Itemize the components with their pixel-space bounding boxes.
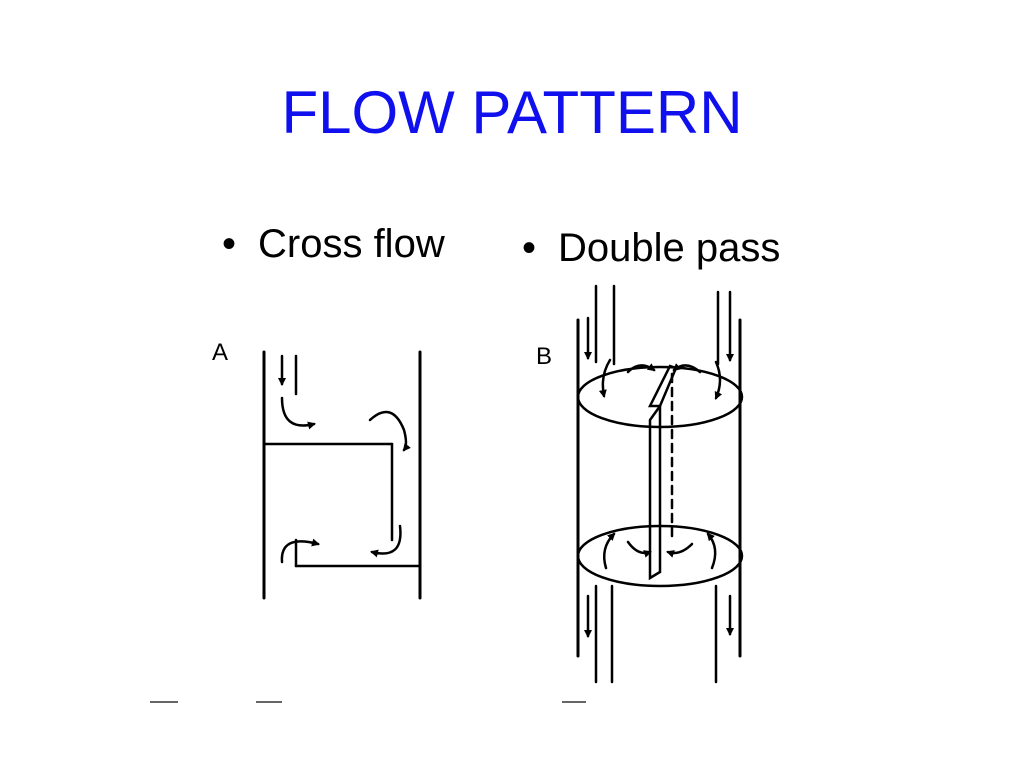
diagram-a-label: A <box>212 339 228 366</box>
curved-arrow-icon <box>626 540 652 558</box>
curved-arrow-icon <box>672 363 702 374</box>
curved-arrow-icon <box>280 396 316 430</box>
diagram-b-label: B <box>536 343 552 370</box>
curved-arrow-icon <box>706 532 717 570</box>
curved-arrow-icon <box>603 532 616 570</box>
bullet-marker: • <box>222 222 237 266</box>
bullet-marker: • <box>522 226 537 270</box>
curved-arrow-icon <box>368 410 411 452</box>
divider-plate <box>648 402 662 581</box>
curved-arrow-icon <box>626 363 656 374</box>
curved-arrow-icon <box>280 538 320 564</box>
curved-arrow-icon <box>714 360 723 400</box>
curved-arrow-icon <box>666 542 694 558</box>
slide-title: FLOW PATTERN <box>281 79 743 146</box>
bullet-cross-flow: • Cross flow <box>222 220 445 268</box>
curved-arrow-icon <box>370 524 402 558</box>
curved-arrow-icon <box>598 358 612 398</box>
bullet-text: Cross flow <box>258 222 445 266</box>
double-pass-diagram: B <box>536 284 744 684</box>
bullet-double-pass: • Double pass <box>522 224 780 272</box>
bullet-text: Double pass <box>558 226 781 270</box>
divider-plate-top <box>647 364 678 408</box>
cross-flow-diagram: A <box>212 339 422 600</box>
